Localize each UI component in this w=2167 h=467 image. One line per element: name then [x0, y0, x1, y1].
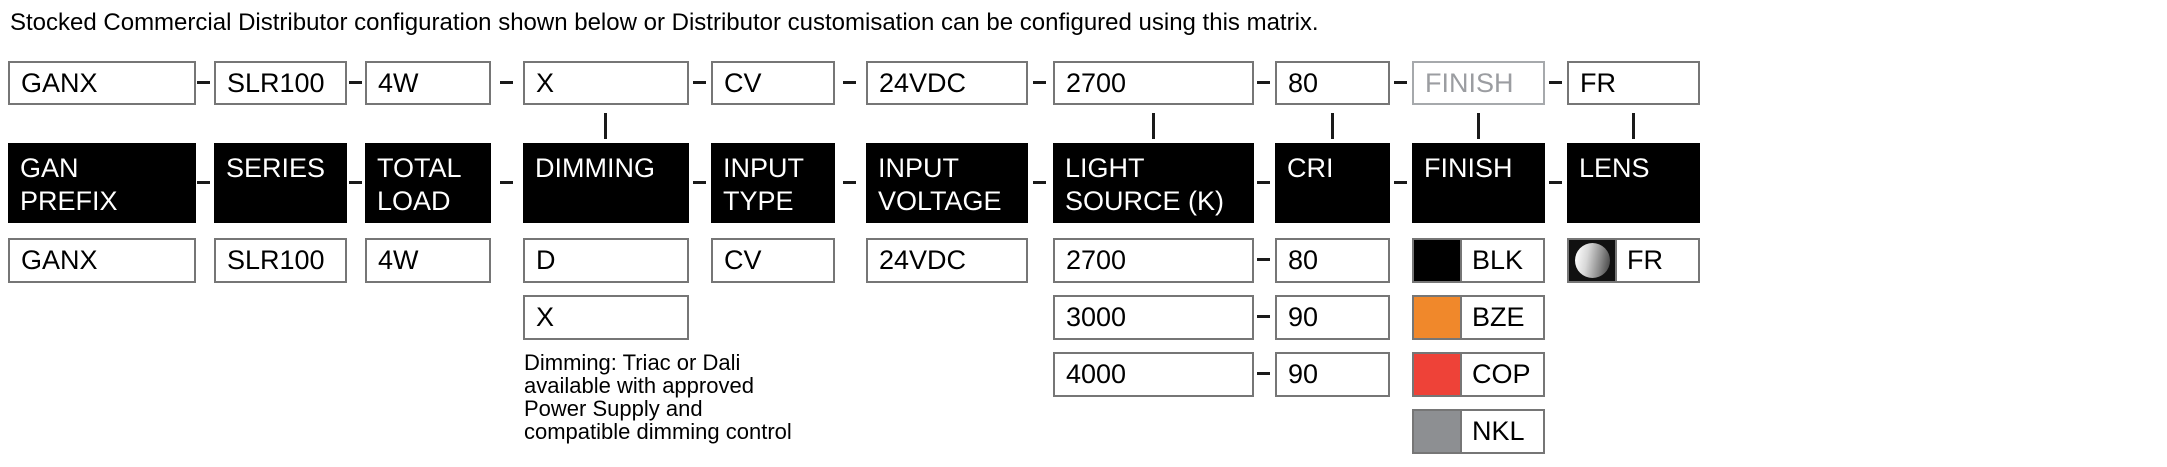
finish-option-label: COP — [1472, 359, 1531, 389]
option-cri-90: 90 — [1275, 295, 1390, 340]
model-code-lens: FR — [1567, 61, 1700, 105]
model-code-light-source: 2700 — [1053, 61, 1254, 105]
dash — [1257, 372, 1270, 375]
header-series: SERIES — [214, 143, 347, 223]
model-code-gan-prefix: GANX — [8, 61, 196, 105]
dash — [197, 81, 210, 84]
dash — [500, 81, 513, 84]
model-code-total-load: 4W — [365, 61, 491, 105]
dash — [843, 81, 856, 84]
dash — [1257, 315, 1270, 318]
header-dimming: DIMMING — [523, 143, 689, 223]
dash — [1033, 181, 1046, 184]
model-code-input-voltage: 24VDC — [866, 61, 1028, 105]
header-input-voltage: INPUT VOLTAGE — [866, 143, 1028, 223]
finish-black-swatch-icon — [1414, 240, 1462, 281]
header-total-load: TOTAL LOAD — [365, 143, 491, 223]
option-finish-blk: BLK — [1412, 238, 1545, 283]
dimming-note: Dimming: Triac or Dali available with ap… — [524, 350, 792, 444]
header-cri: CRI — [1275, 143, 1390, 223]
dash — [1257, 258, 1270, 261]
option-input-type-cv: CV — [711, 238, 835, 283]
dash — [843, 181, 856, 184]
connector-line-light-source — [1152, 113, 1155, 139]
option-finish-bze: BZE — [1412, 295, 1545, 340]
lens-option-label: FR — [1627, 245, 1663, 275]
option-light-source-3000: 3000 — [1053, 295, 1254, 340]
header-gan-prefix: GAN PREFIX — [8, 143, 196, 223]
dash — [693, 181, 706, 184]
finish-option-label: NKL — [1472, 416, 1525, 446]
option-finish-nkl: NKL — [1412, 409, 1545, 454]
option-finish-cop: COP — [1412, 352, 1545, 397]
model-code-input-type: CV — [711, 61, 835, 105]
dash — [1257, 181, 1270, 184]
model-code-dimming: X — [523, 61, 689, 105]
option-cri-90b: 90 — [1275, 352, 1390, 397]
dash — [1394, 81, 1407, 84]
connector-line-finish — [1477, 113, 1480, 139]
header-finish: FINISH — [1412, 143, 1545, 223]
page-title: Stocked Commercial Distributor configura… — [10, 9, 1319, 36]
model-code-series: SLR100 — [214, 61, 347, 105]
option-dimming-x: X — [523, 295, 689, 340]
finish-option-label: BLK — [1472, 245, 1524, 275]
model-code-cri: 80 — [1275, 61, 1390, 105]
model-code-finish-placeholder: FINISH — [1412, 61, 1545, 105]
option-light-source-2700: 2700 — [1053, 238, 1254, 283]
connector-line-cri — [1331, 113, 1334, 139]
option-gan-prefix-ganx: GANX — [8, 238, 196, 283]
option-series-slr100: SLR100 — [214, 238, 347, 283]
connector-line-lens — [1632, 113, 1635, 139]
option-total-load-4w: 4W — [365, 238, 491, 283]
dash — [500, 181, 513, 184]
header-lens: LENS — [1567, 143, 1700, 223]
connector-line-dimming — [604, 113, 607, 139]
dash — [1033, 81, 1046, 84]
finish-nickel-swatch-icon — [1414, 411, 1462, 452]
frosted-lens-icon — [1569, 240, 1617, 281]
option-lens-fr: FR — [1567, 238, 1700, 283]
option-input-voltage-24vdc: 24VDC — [866, 238, 1028, 283]
dash — [349, 81, 362, 84]
dash — [1257, 81, 1270, 84]
option-light-source-4000: 4000 — [1053, 352, 1254, 397]
finish-option-label: BZE — [1472, 302, 1525, 332]
dash — [1549, 181, 1562, 184]
dash — [1394, 181, 1407, 184]
finish-copper-swatch-icon — [1414, 354, 1462, 395]
dash — [693, 81, 706, 84]
option-dimming-d: D — [523, 238, 689, 283]
finish-bronze-swatch-icon — [1414, 297, 1462, 338]
header-input-type: INPUT TYPE — [711, 143, 835, 223]
option-cri-80: 80 — [1275, 238, 1390, 283]
sphere-gradient-icon — [1574, 243, 1610, 278]
dash — [1549, 81, 1562, 84]
dash — [197, 181, 210, 184]
header-light-source: LIGHT SOURCE (K) — [1053, 143, 1254, 223]
dash — [349, 181, 362, 184]
